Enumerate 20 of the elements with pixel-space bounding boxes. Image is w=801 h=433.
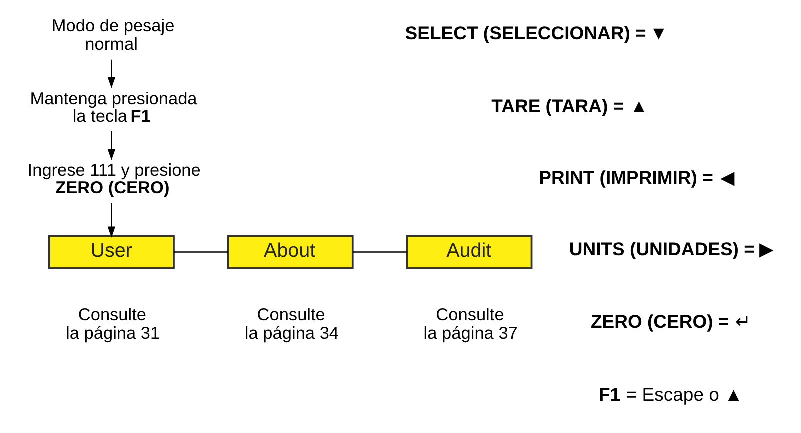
node-label: Consulte la página 31: [66, 304, 160, 343]
arrow: [107, 132, 116, 160]
label: F1 = Escape o ▲: [598, 384, 742, 405]
node-text: Modo de pesaje normal: [51, 16, 174, 54]
node-text: Ingrese 111 y presione ZERO (CERO): [27, 160, 200, 198]
label: TARE (TARA) = ▲: [491, 95, 648, 116]
node-label: Consulte la página 37: [423, 304, 518, 343]
node-text: Mantenga presionada la tecla F1: [30, 88, 197, 126]
label: UNITS (UNIDADES) = ▶: [568, 238, 774, 260]
label: PRINT (IMPRIMIR) = ◀: [538, 166, 736, 188]
node-box: Audit: [406, 235, 532, 270]
connector: [174, 252, 228, 253]
arrow: [107, 60, 116, 88]
label: ZERO (CERO) = ↵: [590, 311, 752, 332]
arrow: [107, 203, 116, 238]
node-box: About: [226, 235, 354, 270]
connector: [352, 252, 406, 253]
node-label: Consulte la página 34: [244, 304, 339, 343]
node-box: User: [48, 235, 174, 270]
label: SELECT (SELECCIONAR) = ▼: [404, 22, 668, 44]
